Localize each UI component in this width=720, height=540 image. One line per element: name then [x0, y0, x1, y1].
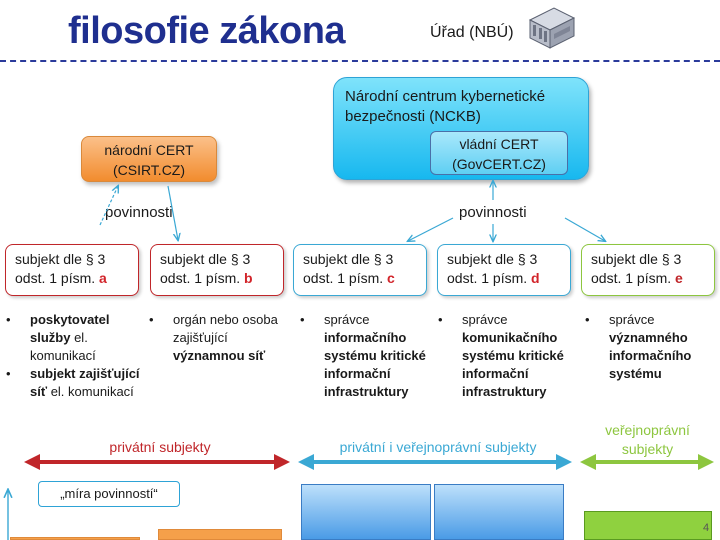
list-item-bold: významnou síť	[173, 348, 266, 363]
subject-b-line1: subjekt dle § 3	[160, 251, 251, 267]
list-item-bold: poskytovatel služby	[30, 312, 110, 345]
range-mixed-label: privátní i veřejnoprávní subjekty	[339, 439, 537, 455]
list-item-text: el. komunikací	[30, 330, 96, 363]
description-list-d: správce komunikačního systému kritické i…	[438, 311, 568, 401]
subject-c-line2: odst. 1 písm.	[303, 270, 388, 286]
subject-box-d: subjekt dle § 3 odst. 1 písm. d	[437, 244, 571, 296]
description-list-b: orgán nebo osoba zajišťující významnou s…	[149, 311, 289, 365]
subject-d-line1: subjekt dle § 3	[447, 251, 538, 267]
list-item-text: orgán nebo osoba zajišťující	[173, 312, 278, 345]
range-public-line1: veřejnoprávní	[605, 422, 690, 438]
list-item: správce komunikačního systému kritické i…	[438, 311, 568, 401]
subject-b-line2: odst. 1 písm.	[160, 270, 245, 286]
list-item-text: správce	[324, 312, 370, 327]
list-item: správce významného informačního systému	[585, 311, 715, 383]
list-item: orgán nebo osoba zajišťující významnou s…	[149, 311, 289, 365]
range-public-label: veřejnoprávní subjekty	[580, 421, 715, 459]
description-list-a: poskytovatel služby el. komunikací subje…	[6, 311, 144, 401]
range-private-label: privátní subjekty	[109, 439, 211, 455]
list-item-bold: informačního systému kritické informační…	[324, 330, 426, 399]
duties-label-left: povinnosti	[105, 204, 173, 221]
page-title: filosofie zákona	[68, 10, 346, 52]
subject-box-e: subjekt dle § 3 odst. 1 písm. e	[581, 244, 715, 296]
description-list-e: správce významného informačního systému	[585, 311, 715, 383]
list-item-text: správce	[462, 312, 508, 327]
arrow-to-e	[564, 217, 605, 241]
duty-bar-e	[584, 511, 712, 540]
duty-bar-b	[158, 529, 282, 540]
subject-e-line2: odst. 1 písm.	[591, 270, 676, 286]
subject-a-line1: subjekt dle § 3	[15, 251, 106, 267]
subject-e-line1: subjekt dle § 3	[591, 251, 682, 267]
arrow-to-c	[408, 217, 454, 241]
csirt-label: národní CERT	[104, 142, 194, 158]
duty-bar-c	[301, 484, 431, 540]
subject-box-b: subjekt dle § 3 odst. 1 písm. b	[150, 244, 284, 296]
list-item-bold: komunikačního systému kritické informačn…	[462, 330, 564, 399]
list-item: subjekt zajišťující síť el. komunikací	[6, 365, 144, 401]
list-item-text: správce	[609, 312, 655, 327]
subject-b-letter: b	[244, 270, 253, 286]
list-item-bold: subjekt zajišťující síť	[30, 366, 140, 399]
subject-a-line2: odst. 1 písm.	[15, 270, 100, 286]
csirt-box: národní CERT (CSIRT.CZ)	[81, 136, 217, 182]
list-item-bold: významného informačního systému	[609, 330, 692, 381]
building-icon	[528, 7, 576, 49]
list-item: správce informačního systému kritické in…	[300, 311, 430, 401]
header-divider	[0, 60, 720, 62]
duty-measure-label: „míra povinností“	[38, 481, 180, 507]
arrow-csirt-to-a	[99, 186, 118, 226]
subject-box-c: subjekt dle § 3 odst. 1 písm. c	[293, 244, 427, 296]
page-number: 4	[703, 522, 710, 534]
range-public-line2: subjekty	[621, 441, 674, 457]
subject-box-a: subjekt dle § 3 odst. 1 písm. a	[5, 244, 139, 296]
authority-label: Úřad (NBÚ)	[430, 24, 514, 41]
list-item: poskytovatel služby el. komunikací	[6, 311, 144, 365]
duty-bar-d	[434, 484, 564, 540]
govcert-box: vládní CERT (GovCERT.CZ)	[430, 131, 568, 175]
subject-a-letter: a	[99, 270, 107, 286]
subject-c-letter: c	[387, 270, 395, 286]
subject-d-letter: d	[531, 270, 540, 286]
govcert-abbrev: (GovCERT.CZ)	[452, 156, 546, 172]
subject-c-line1: subjekt dle § 3	[303, 251, 394, 267]
list-item-text: el. komunikací	[47, 384, 134, 399]
csirt-abbrev: (CSIRT.CZ)	[112, 162, 186, 178]
nckb-name: Národní centrum kybernetické bezpečnosti…	[345, 88, 546, 125]
subject-e-letter: e	[675, 270, 683, 286]
subject-d-line2: odst. 1 písm.	[447, 270, 532, 286]
govcert-label: vládní CERT	[459, 136, 539, 152]
arrow-csirt-to-b	[167, 185, 178, 240]
description-list-c: správce informačního systému kritické in…	[300, 311, 430, 401]
duties-label-right: povinnosti	[459, 204, 527, 221]
